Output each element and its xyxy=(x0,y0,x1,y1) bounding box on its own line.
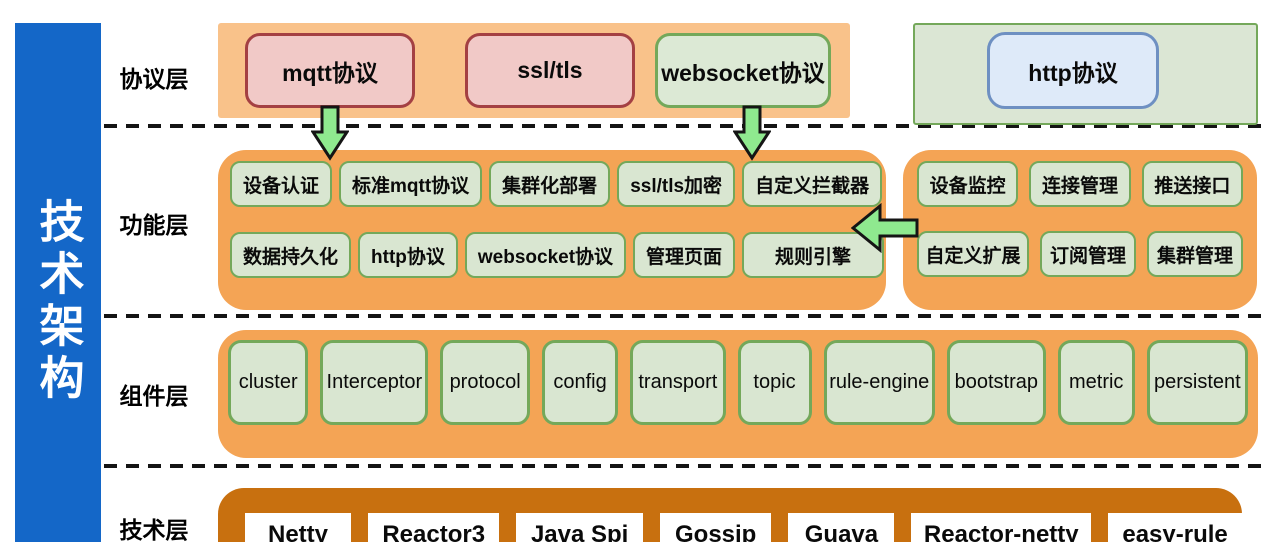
function-right-row-1: 设备监控连接管理推送接口 xyxy=(917,161,1243,207)
function-box: ssl/tls加密 xyxy=(617,161,736,207)
tech-box: Java Spi xyxy=(516,513,643,542)
http-protocol-group: http协议 xyxy=(913,23,1258,125)
layer-label-component: 组件层 xyxy=(119,383,189,409)
down-arrow-icon xyxy=(733,105,771,161)
function-box: 推送接口 xyxy=(1141,161,1243,207)
protocol-box-ssl-tls: ssl/tls xyxy=(465,33,635,108)
function-box: 标准mqtt协议 xyxy=(339,161,483,207)
down-arrow-icon xyxy=(311,105,349,161)
architecture-title-bar: 技术架构 xyxy=(15,23,101,542)
tech-box: Reactor-netty xyxy=(911,513,1092,542)
function-box: 设备监控 xyxy=(917,161,1019,207)
tech-box: Reactor3 xyxy=(368,513,500,542)
function-box: 设备认证 xyxy=(230,161,333,207)
layer-label-function: 功能层 xyxy=(119,212,189,238)
function-box: http协议 xyxy=(358,232,458,278)
protocol-box-websocket: websocket协议 xyxy=(655,33,831,108)
tech-box: easy-rule xyxy=(1108,513,1242,542)
protocol-box-http: http协议 xyxy=(987,32,1159,109)
tech-box: Netty xyxy=(245,513,351,542)
architecture-title: 技术架构 xyxy=(32,198,84,406)
component-box: protocol xyxy=(440,340,530,425)
layer-divider xyxy=(104,464,1262,468)
function-box: 集群化部署 xyxy=(489,161,611,207)
function-right-group: 设备监控连接管理推送接口 自定义扩展订阅管理集群管理 xyxy=(903,150,1257,310)
function-box: 订阅管理 xyxy=(1040,231,1136,277)
function-box: 连接管理 xyxy=(1029,161,1131,207)
function-box: 规则引擎 xyxy=(742,232,885,278)
component-box: metric xyxy=(1057,340,1135,425)
layer-label-protocol: 协议层 xyxy=(119,66,189,92)
function-box: 自定义扩展 xyxy=(917,231,1029,277)
protocol-layer-band: mqtt协议 ssl/tls websocket协议 xyxy=(218,23,850,118)
function-box: 自定义拦截器 xyxy=(742,161,883,207)
protocol-box-mqtt: mqtt协议 xyxy=(245,33,415,108)
component-box: cluster xyxy=(228,340,309,425)
component-box: config xyxy=(541,340,619,425)
component-box: bootstrap xyxy=(946,340,1046,425)
function-box: 数据持久化 xyxy=(230,232,352,278)
tech-layer-band: Netty Reactor3 Java Spi Gossip Guava Reactor-… xyxy=(218,488,1242,542)
left-arrow-icon xyxy=(851,203,919,253)
tech-box: Gossip xyxy=(659,513,772,542)
component-box: Interceptor xyxy=(320,340,429,425)
tech-box: Guava xyxy=(788,513,895,542)
layer-label-tech: 技术层 xyxy=(119,517,189,542)
function-box: websocket协议 xyxy=(464,232,627,278)
layer-divider xyxy=(104,124,1262,128)
component-box: persistent xyxy=(1146,340,1248,425)
layer-divider xyxy=(104,314,1262,318)
function-box: 集群管理 xyxy=(1147,231,1243,277)
function-box: 管理页面 xyxy=(633,232,736,278)
component-box: topic xyxy=(737,340,812,425)
function-right-row-2: 自定义扩展订阅管理集群管理 xyxy=(917,231,1243,277)
component-box: rule-engine xyxy=(823,340,935,425)
component-box: transport xyxy=(630,340,726,425)
